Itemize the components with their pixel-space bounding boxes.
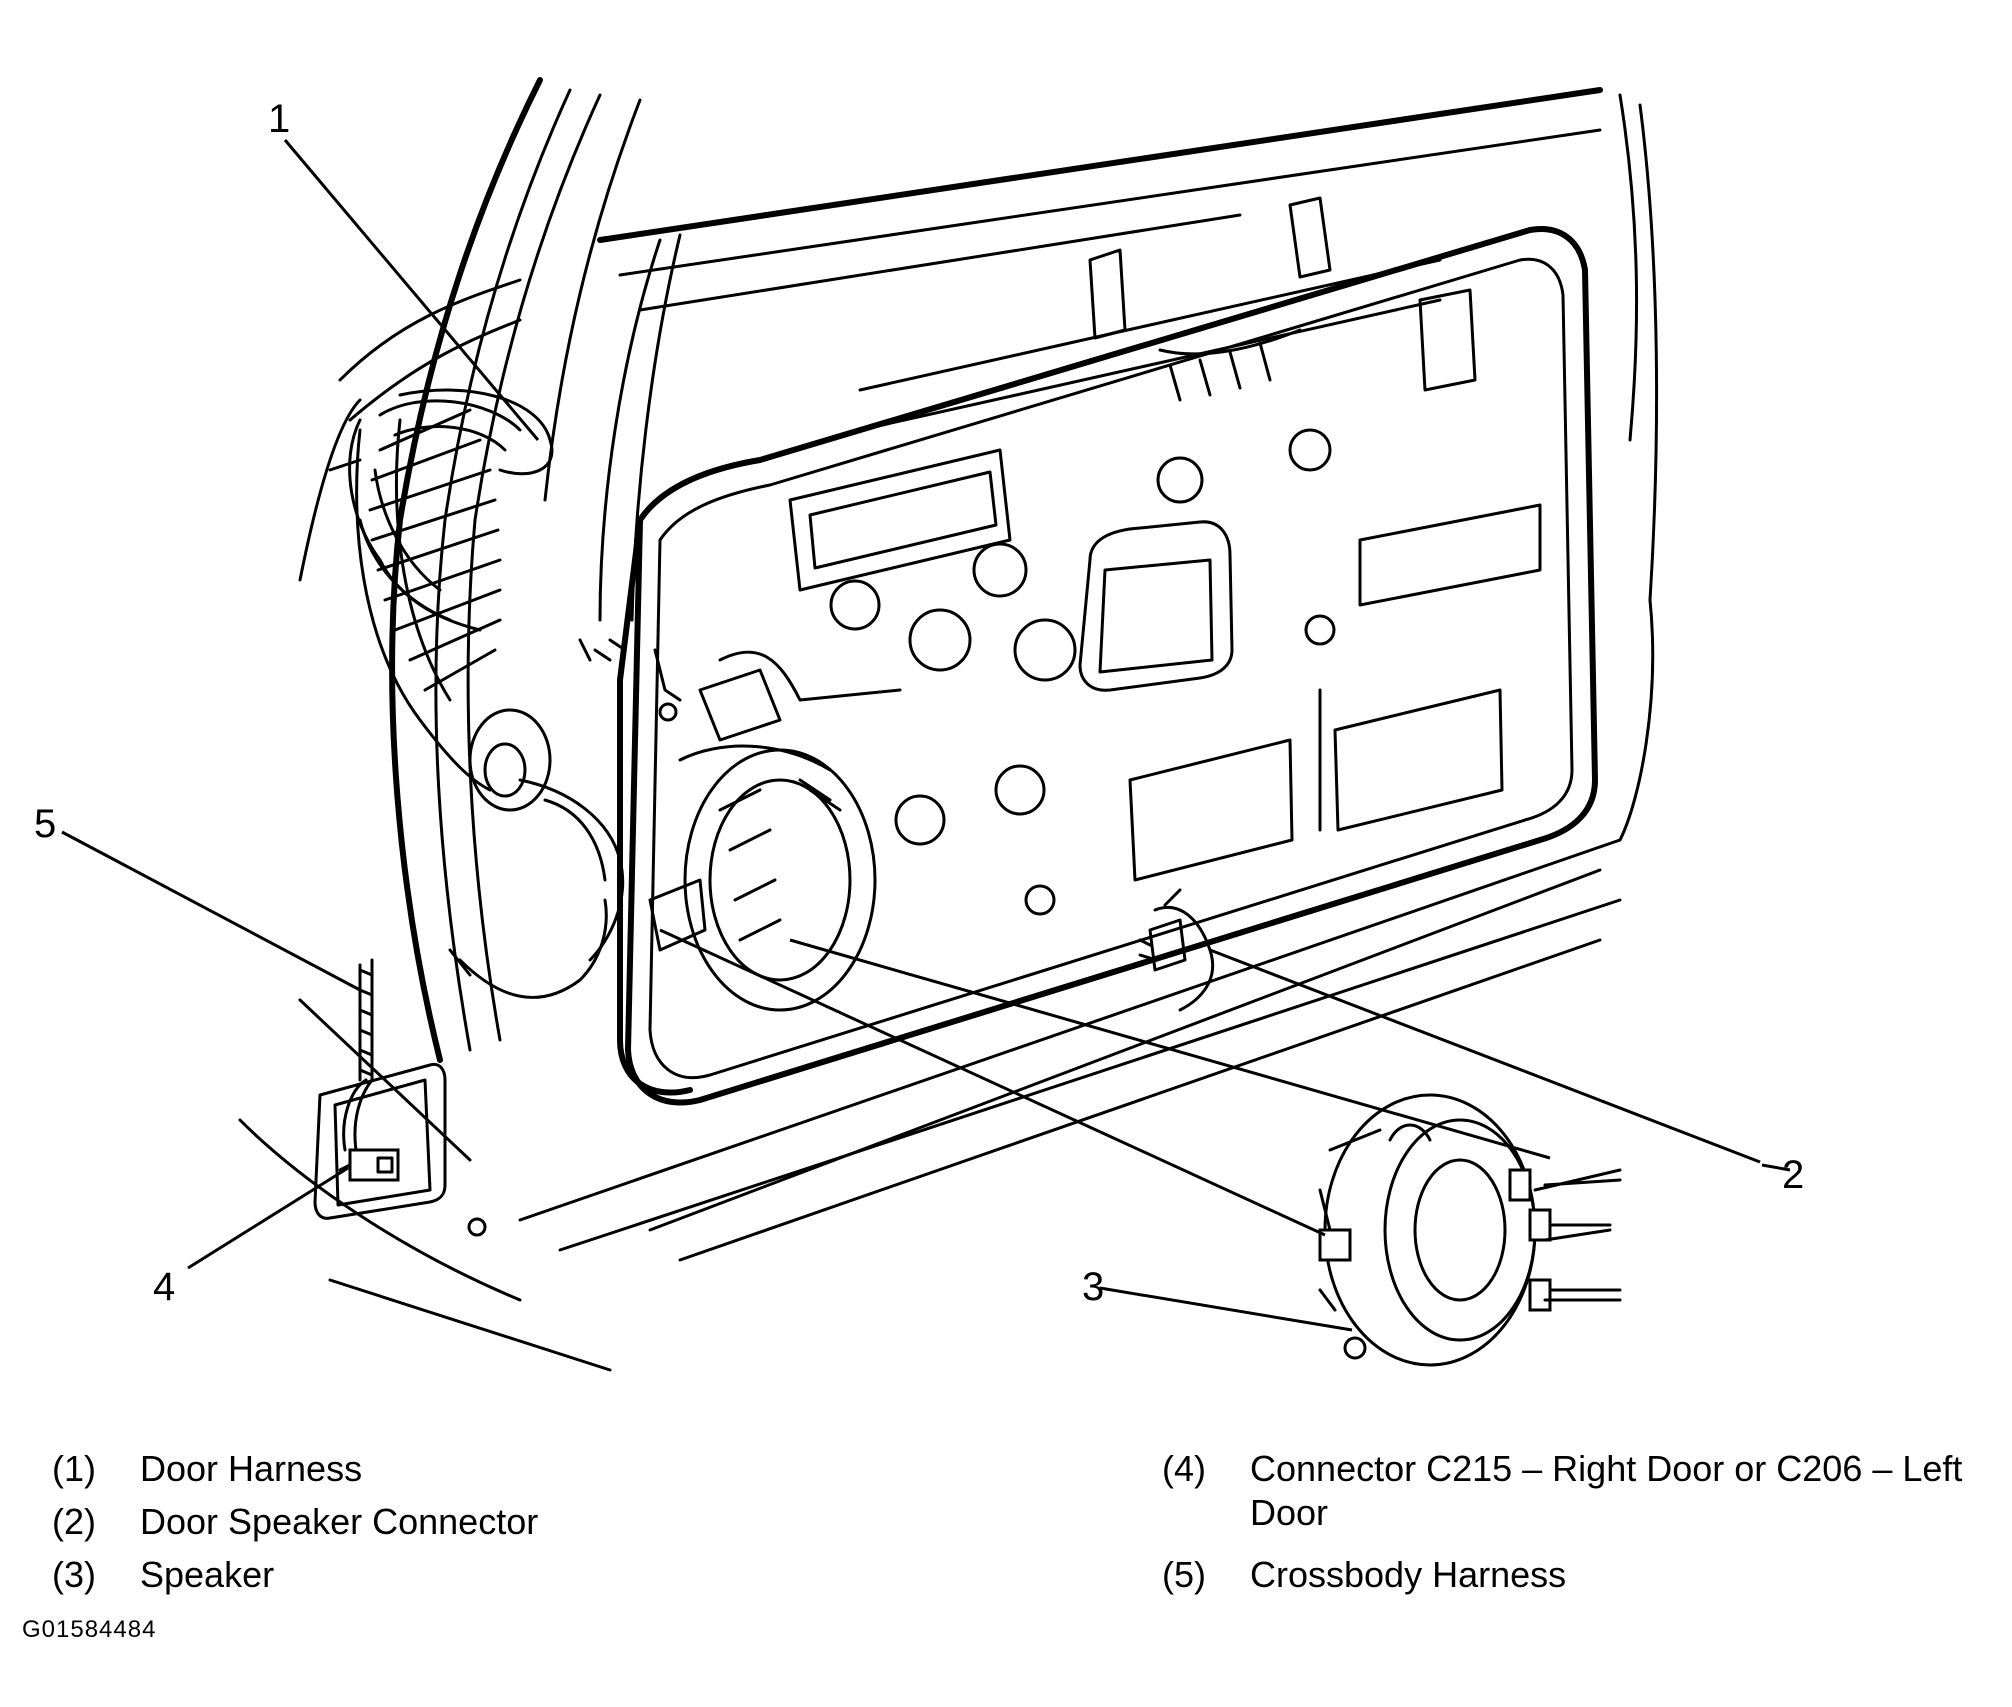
legend-number: (5) bbox=[1162, 1554, 1206, 1595]
legend-label: Door Speaker Connector bbox=[140, 1501, 539, 1542]
body-pillar bbox=[238, 77, 642, 1372]
crossbody-harness bbox=[313, 958, 487, 1237]
legend-label: Connector C215 – Right Door or C206 – Le… bbox=[1250, 1448, 1963, 1533]
callout-3: 3 bbox=[1082, 1265, 1104, 1309]
door-frame bbox=[518, 87, 1659, 1262]
legend-number: (1) bbox=[52, 1448, 96, 1489]
legend-number: (4) bbox=[1162, 1448, 1206, 1489]
door-harness-coil bbox=[348, 388, 625, 999]
legend-number: (2) bbox=[52, 1501, 96, 1542]
legend-label: Crossbody Harness bbox=[1250, 1554, 1567, 1595]
speaker-mount bbox=[648, 744, 877, 1012]
callout-4: 4 bbox=[153, 1265, 175, 1309]
door-wiring-illustration: 1 2 3 4 5 bbox=[34, 77, 1804, 1372]
callout-1: 1 bbox=[268, 97, 290, 141]
callout-2: 2 bbox=[1782, 1153, 1804, 1197]
figure-id: G01584484 bbox=[22, 1616, 157, 1643]
callout-5: 5 bbox=[34, 802, 56, 846]
door-harness-routing bbox=[578, 517, 693, 1096]
speaker-exploded bbox=[1318, 1093, 1622, 1367]
legend-label: Door Harness bbox=[140, 1448, 363, 1489]
leader-lines bbox=[61, 139, 1791, 1332]
inner-door-panel bbox=[625, 196, 1598, 1106]
legend-label: Speaker bbox=[140, 1554, 275, 1595]
callout-labels: 1 2 3 4 5 bbox=[34, 97, 1804, 1309]
legend-number: (3) bbox=[52, 1554, 96, 1595]
